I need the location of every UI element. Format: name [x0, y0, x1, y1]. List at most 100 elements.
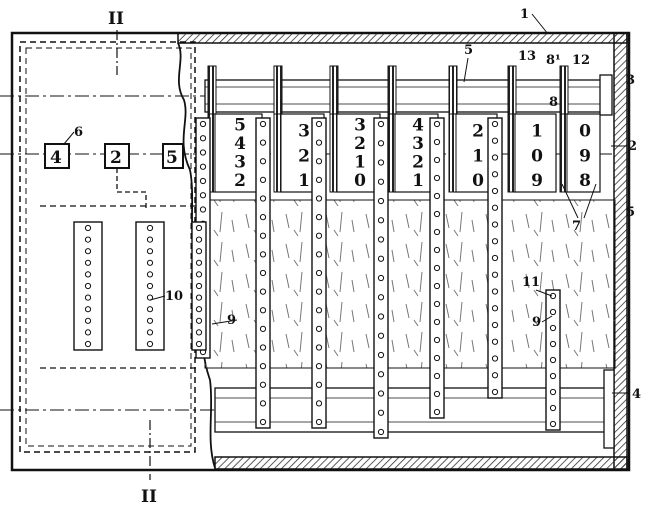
strip-hole	[259, 363, 267, 370]
strip-hole	[146, 340, 154, 348]
strip-hole	[377, 140, 385, 147]
strip-hole	[491, 187, 499, 195]
strip-hole	[259, 269, 267, 277]
wheel-rim	[329, 65, 339, 117]
strip-hole	[491, 388, 499, 396]
strip-hole	[549, 308, 557, 316]
strip-hole	[259, 344, 267, 351]
strip-hole	[433, 390, 441, 398]
wheel-ratchet	[329, 113, 338, 193]
key-5[interactable]	[162, 143, 184, 169]
side-strip-3	[191, 221, 207, 351]
ref-10: 10	[165, 289, 183, 304]
top-wall	[177, 32, 628, 44]
strip-hole	[84, 282, 92, 290]
strip-hole	[315, 232, 323, 239]
strip-hole	[259, 195, 267, 202]
bottom-roller	[214, 369, 615, 449]
strip-hole	[195, 340, 203, 348]
strip-hole	[146, 294, 154, 301]
strip-hole	[259, 418, 267, 426]
wheel-digit: 9	[579, 146, 591, 166]
strip-hole	[315, 269, 323, 277]
strip-hole	[549, 356, 557, 364]
strip-hole	[84, 248, 92, 255]
strip-hole	[84, 329, 92, 336]
strip-hole	[377, 236, 385, 243]
strip-hole	[433, 408, 441, 416]
ref-2: 2	[628, 139, 637, 154]
perforated-strip-2	[255, 117, 271, 429]
counter-wheel-7: 098	[559, 65, 601, 193]
strip-hole	[315, 288, 323, 295]
strip-hole	[315, 139, 323, 146]
strip-hole	[491, 372, 499, 379]
strip-hole	[146, 306, 154, 313]
strip-hole	[315, 307, 323, 314]
wheel-digit: 3	[298, 122, 310, 142]
strip-hole	[491, 221, 499, 228]
strip-hole	[84, 317, 92, 324]
strip-hole	[433, 372, 441, 380]
strip-hole	[84, 224, 92, 232]
strip-hole	[146, 317, 154, 324]
strip-hole	[259, 139, 267, 146]
wheel-digit: 1	[531, 122, 543, 142]
key-4[interactable]	[44, 143, 70, 169]
strip-hole	[146, 271, 154, 278]
strip-hole	[199, 177, 207, 185]
strip-hole	[491, 355, 499, 362]
strip-hole	[491, 204, 499, 211]
strip-hole	[259, 325, 267, 332]
wheel-digit: 2	[354, 134, 366, 154]
strip-hole	[84, 236, 92, 243]
wheel-digit: 1	[354, 153, 366, 173]
strip-hole	[259, 158, 267, 165]
side-strip-1	[73, 221, 103, 351]
perforated-strip-3	[311, 117, 327, 429]
perforated-strip-6	[487, 117, 503, 399]
wheel-digit: 1	[298, 171, 310, 191]
strip-hole	[199, 163, 207, 170]
section-label-bottom: II	[141, 487, 157, 507]
strip-hole	[433, 282, 441, 290]
strip-hole	[549, 340, 557, 348]
strip-hole	[195, 248, 203, 255]
strip-hole	[549, 388, 557, 396]
wheel-digit: 9	[531, 171, 543, 191]
strip-hole	[491, 120, 499, 128]
strip-hole	[491, 271, 499, 278]
wheel-ratchet	[387, 113, 396, 193]
key-5-label: 5	[166, 148, 178, 168]
strip-hole	[433, 246, 441, 254]
strip-hole	[549, 420, 557, 428]
strip-hole	[491, 321, 499, 329]
number-keys: 4 2 5	[44, 143, 184, 210]
strip-hole	[199, 120, 207, 128]
wheel-digit: 2	[412, 153, 424, 173]
strip-hole	[259, 251, 267, 258]
wheel-digit: 8	[579, 171, 591, 191]
reference-numerals: 1 2 3 4 5 5 6 7 8 8¹ 9 9 10 11 12 13	[63, 7, 641, 402]
strip-hole	[259, 214, 267, 221]
strip-hole	[491, 154, 499, 161]
strip-hole	[195, 224, 203, 232]
strip-hole	[491, 254, 499, 262]
ref-4: 4	[632, 387, 641, 402]
strip-hole	[195, 294, 203, 301]
strip-hole	[259, 232, 267, 239]
right-wall	[613, 32, 628, 471]
strip-hole	[377, 217, 385, 224]
strip-hole	[84, 306, 92, 313]
strip-hole	[433, 264, 441, 272]
cover-panel	[19, 41, 216, 469]
counter-wheel-6: 109	[507, 65, 557, 193]
wheel-digit: 1	[412, 171, 424, 191]
strip-hole	[491, 305, 499, 312]
strip-hole	[491, 171, 499, 178]
perforated-strip-5	[429, 117, 445, 419]
strip-hole	[315, 381, 323, 388]
